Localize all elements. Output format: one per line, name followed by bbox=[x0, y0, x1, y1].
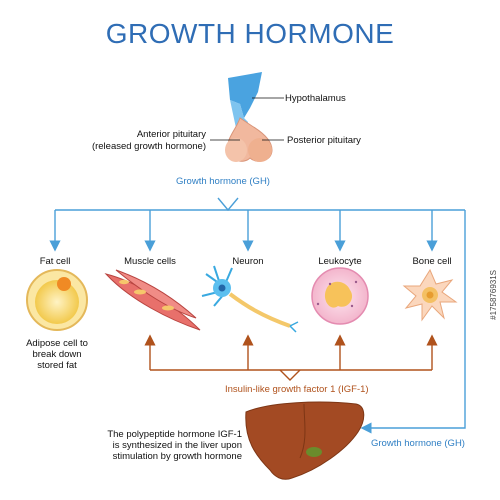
fat-note-line: stored fat bbox=[37, 360, 77, 371]
liver-note-line: is synthesized in the liver upon bbox=[112, 440, 242, 451]
hypothalamus-label: Hypothalamus bbox=[285, 93, 346, 104]
stock-id: #175876931S bbox=[489, 270, 498, 320]
cell-label-bone: Bone cell bbox=[412, 256, 452, 267]
posterior-pituitary-label: Posterior pituitary bbox=[287, 135, 361, 146]
liver-note-line: stimulation by growth hormone bbox=[112, 451, 242, 462]
cell-label-fat: Fat cell bbox=[39, 256, 71, 267]
muscle-cells-illustration bbox=[104, 269, 201, 331]
pituitary-gland bbox=[225, 72, 273, 162]
liver-illustration bbox=[245, 401, 365, 480]
gh-label-top: Growth hormone (GH) bbox=[176, 176, 270, 187]
cell-label-muscle: Muscle cells bbox=[124, 256, 176, 267]
igf-label: Insulin-like growth factor 1 (IGF-1) bbox=[225, 384, 369, 395]
cell-label-leukocyte: Leukocyte bbox=[318, 256, 362, 267]
leukocyte-illustration bbox=[311, 267, 369, 325]
fat-note-line: Adipose cell to bbox=[26, 338, 88, 349]
cell-label-neuron: Neuron bbox=[232, 256, 264, 267]
anterior-pituitary-note: (released growth hormone) bbox=[91, 141, 206, 152]
neuron-illustration bbox=[201, 265, 299, 333]
bone-cell-illustration bbox=[402, 268, 458, 322]
igf-arrows bbox=[144, 334, 438, 381]
page-title: GROWTH HORMONE bbox=[105, 18, 395, 49]
anterior-pituitary-label: Anterior pituitary bbox=[136, 129, 206, 140]
gh-label-bottom: Growth hormone (GH) bbox=[371, 438, 465, 449]
fat-cell-illustration bbox=[26, 269, 88, 331]
gh-distribution-arrows bbox=[49, 197, 466, 434]
fat-note-line: break down bbox=[32, 349, 82, 360]
liver-note-line: The polypeptide hormone IGF-1 bbox=[107, 429, 242, 440]
